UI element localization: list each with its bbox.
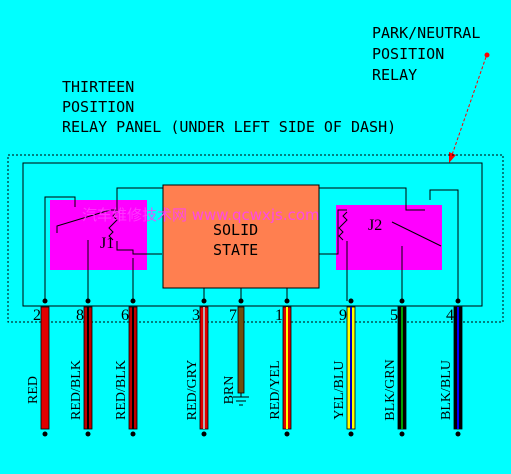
pin-number: 4 xyxy=(446,307,454,324)
wire-color-label: RED/BLK xyxy=(114,360,129,420)
wire-stripe xyxy=(87,307,89,429)
leader-dot xyxy=(484,52,490,58)
panel-label: THIRTEEN POSITION RELAY PANEL (UNDER LEF… xyxy=(62,78,396,136)
pin-number: 3 xyxy=(192,307,200,324)
wire-stripe xyxy=(203,307,205,429)
pin-number: 9 xyxy=(339,307,347,324)
pin-dot xyxy=(42,298,48,304)
pin-dot xyxy=(201,298,207,304)
pin-number: 2 xyxy=(33,307,41,324)
pin-dot xyxy=(399,298,405,304)
solid-state-body xyxy=(162,184,320,289)
wire-color-label: BRN xyxy=(222,376,237,405)
wire-color-label: BLK/GRN xyxy=(383,359,398,420)
pin-dot xyxy=(455,298,461,304)
wire-body xyxy=(237,306,245,394)
wire-color-label: BLK/BLU xyxy=(439,360,454,420)
pin-dot xyxy=(238,298,244,304)
wire-body xyxy=(40,306,50,430)
wire-stripe xyxy=(286,307,288,429)
pin-number: 8 xyxy=(76,307,84,324)
pin-number: 6 xyxy=(121,307,129,324)
pin-dot xyxy=(85,298,91,304)
wire-color-label: RED xyxy=(26,376,41,404)
wire-stripe xyxy=(132,307,134,429)
pin-number: 7 xyxy=(229,307,237,324)
panel-line-3: RELAY PANEL (UNDER LEFT SIDE OF DASH) xyxy=(62,118,396,136)
relay-panel-box xyxy=(22,162,483,307)
relay-j1-body xyxy=(50,200,147,270)
wire-end-dot xyxy=(455,431,461,437)
park-neutral-label: PARK/NEUTRAL POSITION RELAY xyxy=(372,24,480,84)
pin-dot xyxy=(348,298,354,304)
watermark: 汽车维修技术网 www.qcwxjs.com xyxy=(82,206,320,224)
relay-j2-label: J2 xyxy=(368,217,382,234)
solid-state-line-1: SOLID xyxy=(213,221,258,239)
wire-end-dot xyxy=(85,431,91,437)
relay-panel-outline xyxy=(7,154,504,323)
wire-end-dot xyxy=(201,431,207,437)
wire-end-dot xyxy=(284,431,290,437)
park-neutral-line-2: POSITION xyxy=(372,45,444,63)
relay-j2-body xyxy=(336,205,442,270)
solid-state-module: SOLID STATE xyxy=(162,184,320,301)
leader-line xyxy=(451,56,487,156)
wire-stripe xyxy=(350,307,352,429)
wire-color-label: RED/GRY xyxy=(185,360,200,421)
park-neutral-line-1: PARK/NEUTRAL xyxy=(372,24,480,42)
relay-j1: J1 xyxy=(44,187,163,301)
wire-end-dot xyxy=(130,431,136,437)
wire-end-dot xyxy=(348,431,354,437)
solid-state-line-2: STATE xyxy=(213,241,258,259)
wire-color-label: YEL/BLU xyxy=(332,360,347,419)
relay-j1-label: J1 xyxy=(100,235,114,252)
panel-line-2: POSITION xyxy=(62,98,134,116)
panel-line-1: THIRTEEN xyxy=(62,78,134,96)
pin-number: 1 xyxy=(275,307,283,324)
park-neutral-line-3: RELAY xyxy=(372,66,417,84)
pin-number: 5 xyxy=(390,307,398,324)
wire-harness: 2RED8RED/BLK6RED/BLK3RED/GRY7BRN1RED/YEL… xyxy=(26,298,463,437)
relay-j2: J2 xyxy=(319,187,459,301)
leader-arrow xyxy=(449,52,490,163)
pin-dot xyxy=(284,298,290,304)
wire-color-label: RED/YEL xyxy=(268,360,283,419)
wire-stripe xyxy=(401,307,403,429)
wire-color-label: RED/BLK xyxy=(69,360,84,420)
wire-end-dot xyxy=(399,431,405,437)
pin-dot xyxy=(130,298,136,304)
leader-arrowhead xyxy=(449,152,456,163)
wire-stripe xyxy=(457,307,459,429)
wire-end-dot xyxy=(42,431,48,437)
